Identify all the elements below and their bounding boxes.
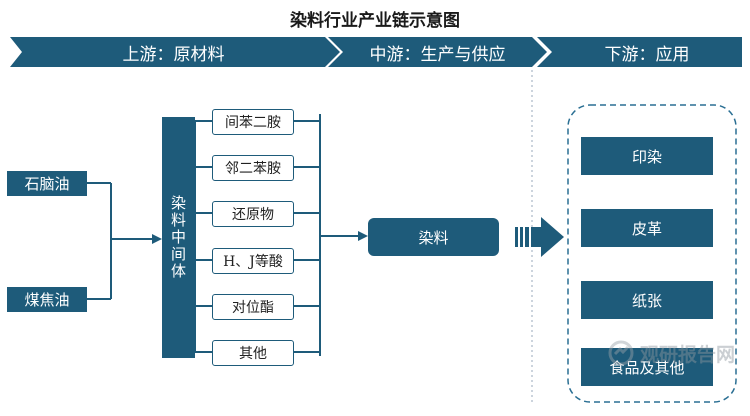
raw-material-connectors: [87, 182, 152, 300]
applications-frame: [567, 104, 737, 403]
downstream-banner-shape: [537, 37, 742, 67]
application-printing-dyeing: 印染: [581, 137, 713, 175]
midstream-banner-shape: [328, 37, 547, 67]
raw-material-coal-tar: 煤焦油: [7, 287, 87, 312]
raw-material-naphtha: 石脑油: [7, 171, 87, 196]
big-arrow: [515, 217, 564, 257]
upstream-banner-shape: [10, 37, 340, 67]
stage-midstream: 中游：生产与供应: [369, 44, 506, 65]
arrow-to-intermediate: [152, 234, 162, 244]
intermediate-item: 对位酯: [212, 294, 294, 320]
application-food-other: 食品及其他: [581, 348, 713, 386]
product-dye: 染料: [368, 218, 499, 256]
arrow-to-product: [358, 231, 368, 241]
intermediate-block: 染料中间体: [162, 117, 195, 358]
stage-upstream: 上游：原材料: [122, 44, 225, 65]
intermediate-item: H、J等酸: [212, 248, 294, 274]
intermediate-item: 间苯二胺: [212, 109, 294, 135]
intermediate-list-connectors: [194, 120, 212, 353]
application-paper: 纸张: [581, 281, 713, 319]
application-leather: 皮革: [581, 209, 713, 247]
stage-downstream: 下游：应用: [604, 44, 690, 65]
intermediate-item: 邻二苯胺: [212, 155, 294, 181]
diagram-title: 染料行业产业链示意图: [290, 11, 460, 31]
intermediate-item: 其他: [212, 340, 294, 366]
intermediate-item: 还原物: [212, 201, 294, 227]
list-to-product-connectors: [294, 114, 358, 356]
